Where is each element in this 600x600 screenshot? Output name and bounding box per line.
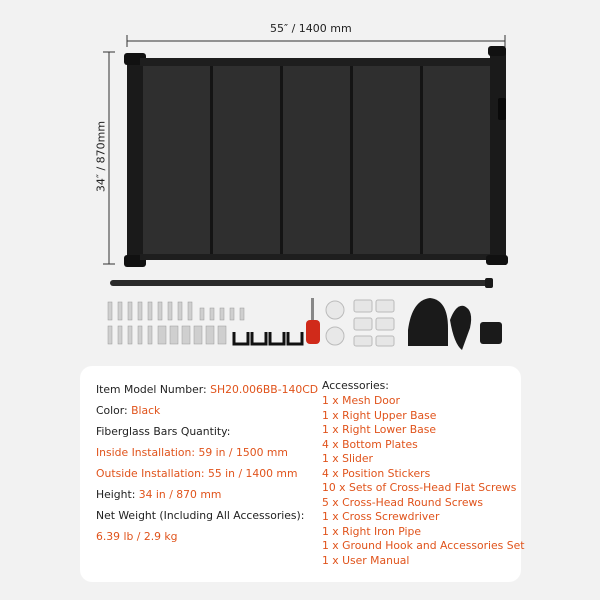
width-label: 55″ / 1400 mm	[270, 22, 352, 35]
accessory-item: 4 x Position Stickers	[322, 467, 431, 480]
accessory-item: 10 x Sets of Cross-Head Flat Screws	[322, 481, 517, 494]
model-number: Item Model Number: SH20.006BB-140CD	[96, 383, 319, 396]
outside-installation: Outside Installation: 55 in / 1400 mm	[96, 467, 298, 480]
color: Color: Black	[96, 404, 161, 417]
accessory-item: 1 x Cross Screwdriver	[322, 510, 440, 523]
accessory-item: 1 x Mesh Door	[322, 394, 400, 407]
height-spec: Height: 34 in / 870 mm	[96, 488, 222, 501]
accessory-item: 1 x Right Lower Base	[322, 423, 437, 436]
accessories-title: Accessories:	[322, 379, 389, 392]
accessory-item: 4 x Bottom Plates	[322, 438, 418, 451]
net-weight-label: Net Weight (Including All Accessories):	[96, 509, 305, 522]
accessory-item: 5 x Cross-Head Round Screws	[322, 496, 483, 509]
accessory-item: 1 x Right Iron Pipe	[322, 525, 422, 538]
accessory-item: 1 x User Manual	[322, 554, 410, 567]
fiberglass-quantity: Fiberglass Bars Quantity:	[96, 425, 231, 438]
accessory-item: 1 x Ground Hook and Accessories Set	[322, 539, 525, 552]
accessory-item: 1 x Slider	[322, 452, 373, 465]
inside-installation: Inside Installation: 59 in / 1500 mm	[96, 446, 288, 459]
spec-card	[80, 366, 521, 582]
accessory-item: 1 x Right Upper Base	[322, 409, 437, 422]
net-weight-value: 6.39 lb / 2.9 kg	[96, 530, 178, 543]
